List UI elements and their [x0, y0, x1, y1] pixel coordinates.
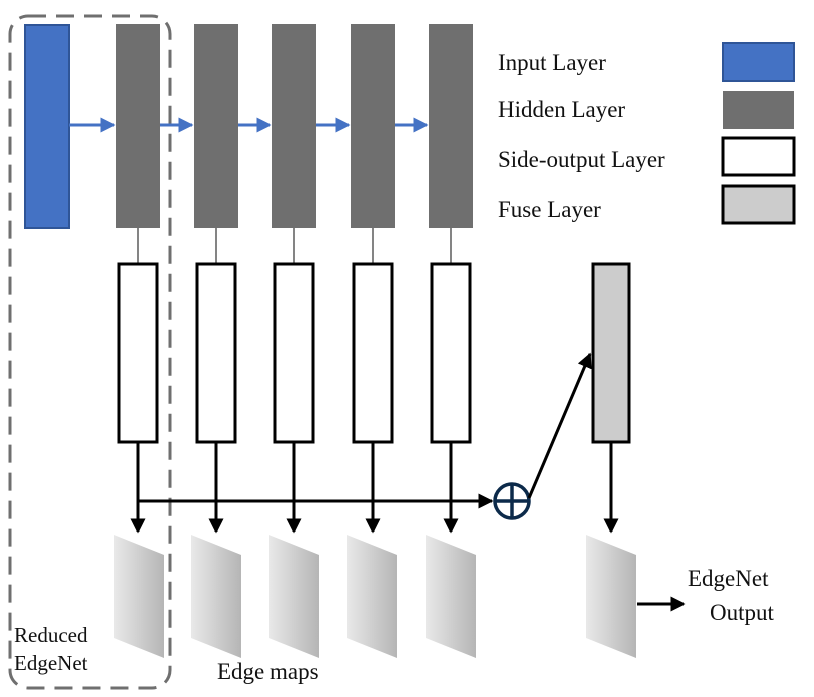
hidden-layer-block-3 [272, 24, 316, 228]
fusion-to-fuse-arrow [527, 352, 592, 499]
legend: Input Layer Hidden Layer Side-output Lay… [498, 42, 796, 225]
side-output-block-2 [195, 262, 237, 444]
side-output-block-1 [117, 262, 159, 444]
side-output-block-4 [352, 262, 394, 444]
fuse-layer-block [591, 262, 631, 444]
edge-map-3 [269, 535, 319, 658]
circle-plus-icon [493, 482, 531, 520]
side-output-block-3 [273, 262, 315, 444]
reduced-edgenet-region [8, 14, 172, 690]
edgenet-output-label-line1: EdgeNet [688, 566, 769, 591]
edgenet-output-label-line2: Output [710, 600, 775, 625]
legend-input-label: Input Layer [498, 50, 606, 75]
reduced-edgenet-label-line2: EdgeNet [14, 651, 88, 675]
edge-map-2 [191, 535, 241, 658]
legend-hidden-label: Hidden Layer [498, 97, 625, 122]
edge-map-5 [426, 535, 476, 658]
hidden-layer-block-1 [116, 24, 160, 228]
hidden-layer-block-2 [194, 24, 238, 228]
hidden-to-side-connectors [137, 228, 452, 264]
legend-hidden-swatch [723, 91, 794, 129]
edge-map-4 [347, 535, 397, 658]
legend-side-output-swatch [721, 136, 796, 177]
legend-fuse-label: Fuse Layer [498, 197, 601, 222]
edge-maps-label: Edge maps [217, 659, 319, 684]
legend-input-swatch [722, 42, 795, 82]
side-to-edge-arrows [130, 442, 619, 534]
edge-map-1 [114, 535, 164, 658]
side-output-block-5 [430, 262, 472, 444]
hidden-layer-block-4 [351, 24, 395, 228]
edge-map-output [586, 535, 636, 658]
reduced-edgenet-label-line1: Reduced [14, 623, 88, 647]
legend-side-output-label: Side-output Layer [498, 147, 665, 172]
legend-fuse-swatch [721, 184, 796, 225]
hidden-layer-block-5 [429, 24, 473, 228]
input-layer-block [24, 24, 70, 229]
